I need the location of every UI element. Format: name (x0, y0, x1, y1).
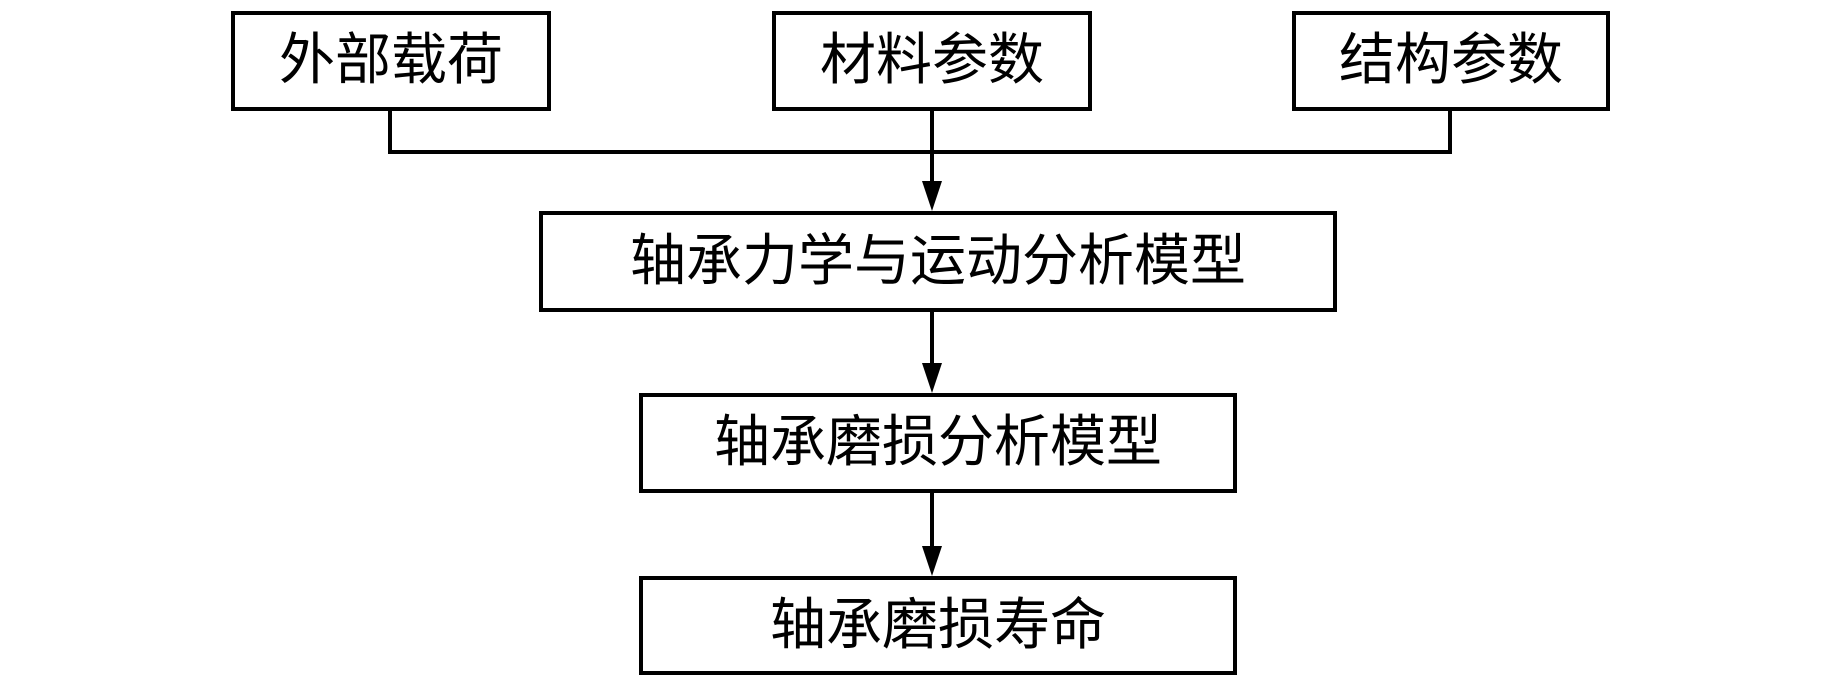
input-merge-connector (388, 111, 1452, 154)
arrowhead-wear-to-life (922, 546, 942, 576)
node-mechanics-model-label: 轴承力学与运动分析模型 (630, 228, 1246, 294)
node-mechanics-model: 轴承力学与运动分析模型 (539, 211, 1337, 312)
node-wear-life: 轴承磨损寿命 (639, 576, 1237, 675)
node-wear-model: 轴承磨损分析模型 (639, 393, 1237, 493)
node-wear-life-label: 轴承磨损寿命 (770, 592, 1106, 658)
arrowhead-inputs-to-mechanics (922, 181, 942, 211)
node-external-load: 外部载荷 (231, 11, 551, 111)
node-structure-params: 结构参数 (1292, 11, 1610, 111)
node-external-load-label: 外部载荷 (279, 28, 503, 93)
node-wear-model-label: 轴承磨损分析模型 (714, 410, 1162, 475)
node-material-params: 材料参数 (772, 11, 1092, 111)
arrowhead-mechanics-to-wear (922, 363, 942, 393)
node-structure-params-label: 结构参数 (1339, 28, 1563, 93)
node-material-params-label: 材料参数 (820, 28, 1044, 93)
